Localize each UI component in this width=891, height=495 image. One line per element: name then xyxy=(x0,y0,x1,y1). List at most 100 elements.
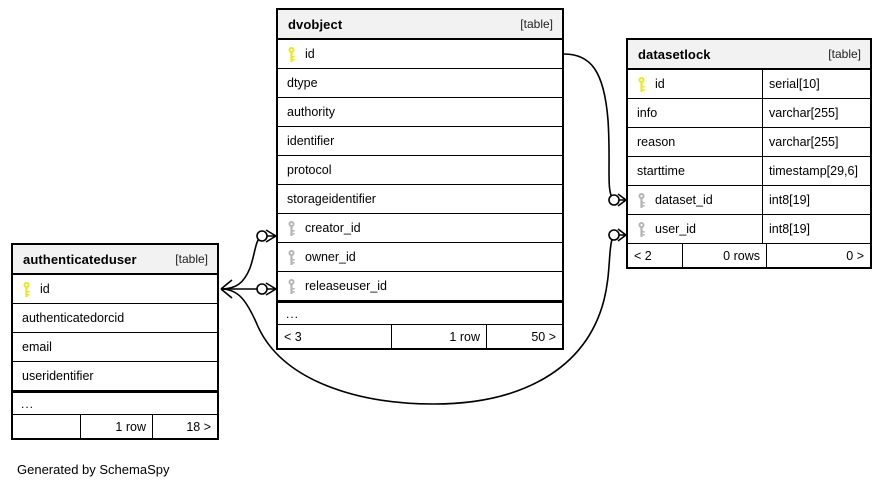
column-cell: releaseuser_id xyxy=(278,272,562,300)
column-cell: user_id xyxy=(628,215,762,243)
column-cell: id xyxy=(628,70,762,98)
column-cell: starttime xyxy=(628,157,762,185)
table-dvobject[interactable]: dvobject [table] id dtype xyxy=(276,8,564,350)
column-name: protocol xyxy=(287,163,332,177)
table-row[interactable]: storageidentifier xyxy=(278,185,562,214)
column-name: email xyxy=(22,340,52,354)
table-row[interactable]: id xyxy=(13,275,217,304)
table-name: datasetlock xyxy=(638,46,711,62)
footer-row-count: 1 row xyxy=(391,325,486,348)
table-row[interactable]: releaseuser_id xyxy=(278,272,562,301)
table-type-tag: [table] xyxy=(828,47,861,61)
primary-key-icon xyxy=(23,281,30,297)
column-name: owner_id xyxy=(305,250,356,264)
column-cell: email xyxy=(13,333,217,361)
table-row[interactable]: email xyxy=(13,333,217,362)
table-authenticateduser[interactable]: authenticateduser [table] id authenticat… xyxy=(11,243,219,440)
table-row[interactable]: user_id int8[19] xyxy=(628,215,870,244)
column-name: dataset_id xyxy=(655,193,713,207)
foreign-key-icon xyxy=(638,221,645,237)
foreign-key-icon xyxy=(638,192,645,208)
column-cell: id xyxy=(13,275,217,303)
primary-key-icon xyxy=(638,76,645,92)
column-name: user_id xyxy=(655,222,696,236)
more-columns-indicator: ... xyxy=(13,391,217,415)
table-row[interactable]: id serial[10] xyxy=(628,70,870,99)
footer-next-count[interactable]: 50 > xyxy=(486,325,562,348)
foreign-key-icon xyxy=(288,220,295,236)
column-name: useridentifier xyxy=(22,369,94,383)
table-header-authenticateduser: authenticateduser [table] xyxy=(13,245,217,275)
table-footer: < 2 0 rows 0 > xyxy=(628,244,870,267)
table-row[interactable]: useridentifier xyxy=(13,362,217,391)
column-name: info xyxy=(637,106,658,120)
column-cell: dtype xyxy=(278,69,562,97)
table-row[interactable]: authenticatedorcid xyxy=(13,304,217,333)
column-name: authenticatedorcid xyxy=(22,311,125,325)
column-name: id xyxy=(40,282,50,296)
column-name: identifier xyxy=(287,134,335,148)
column-cell: authority xyxy=(278,98,562,126)
table-footer: 1 row 18 > xyxy=(13,415,217,438)
column-cell: info xyxy=(628,99,762,127)
table-name: dvobject xyxy=(288,16,343,32)
foreign-key-icon xyxy=(288,278,295,294)
column-type: serial[10] xyxy=(762,70,870,98)
edge-authenticateduser-id-to-dvobject-releaseuser-id xyxy=(220,279,277,299)
column-name: id xyxy=(305,47,315,61)
column-cell: identifier xyxy=(278,127,562,155)
table-datasetlock[interactable]: datasetlock [table] id serial[10] info v… xyxy=(626,38,872,269)
table-row[interactable]: reason varchar[255] xyxy=(628,128,870,157)
table-row[interactable]: dtype xyxy=(278,69,562,98)
table-row[interactable]: info varchar[255] xyxy=(628,99,870,128)
column-type: int8[19] xyxy=(762,186,870,214)
column-name: dtype xyxy=(287,76,318,90)
edge-dvobject-id-to-datasetlock-dataset-id xyxy=(563,53,627,207)
table-footer: < 3 1 row 50 > xyxy=(278,325,562,348)
column-cell: storageidentifier xyxy=(278,185,562,213)
primary-key-icon xyxy=(288,46,295,62)
footer-row-count: 1 row xyxy=(80,415,152,438)
table-name: authenticateduser xyxy=(23,251,137,267)
column-cell: authenticatedorcid xyxy=(13,304,217,332)
table-row[interactable]: owner_id xyxy=(278,243,562,272)
table-row[interactable]: authority xyxy=(278,98,562,127)
column-name: starttime xyxy=(637,164,685,178)
footer-row-count: 0 rows xyxy=(682,244,766,267)
footer-prev-count[interactable] xyxy=(13,415,80,438)
column-type: int8[19] xyxy=(762,215,870,243)
column-cell: protocol xyxy=(278,156,562,184)
table-row[interactable]: creator_id xyxy=(278,214,562,243)
table-row[interactable]: protocol xyxy=(278,156,562,185)
column-name: authority xyxy=(287,105,335,119)
table-row[interactable]: dataset_id int8[19] xyxy=(628,186,870,215)
table-header-datasetlock: datasetlock [table] xyxy=(628,40,870,70)
column-name: storageidentifier xyxy=(287,192,376,206)
table-type-tag: [table] xyxy=(175,252,208,266)
diagram-caption: Generated by SchemaSpy xyxy=(17,462,170,477)
column-cell: owner_id xyxy=(278,243,562,271)
footer-next-count[interactable]: 0 > xyxy=(766,244,870,267)
column-cell: id xyxy=(278,40,562,68)
foreign-key-icon xyxy=(288,249,295,265)
column-name: creator_id xyxy=(305,221,361,235)
table-row[interactable]: identifier xyxy=(278,127,562,156)
column-cell: dataset_id xyxy=(628,186,762,214)
column-name: id xyxy=(655,77,665,91)
column-type: varchar[255] xyxy=(762,128,870,156)
more-columns-indicator: ... xyxy=(278,301,562,325)
footer-prev-count[interactable]: < 3 xyxy=(284,329,302,344)
column-type: varchar[255] xyxy=(762,99,870,127)
column-cell: creator_id xyxy=(278,214,562,242)
footer-next-count[interactable]: 18 > xyxy=(152,415,217,438)
column-cell: reason xyxy=(628,128,762,156)
column-cell: useridentifier xyxy=(13,362,217,390)
footer-prev-count[interactable]: < 2 xyxy=(634,248,652,263)
table-row[interactable]: starttime timestamp[29,6] xyxy=(628,157,870,186)
table-header-dvobject: dvobject [table] xyxy=(278,10,562,40)
column-name: releaseuser_id xyxy=(305,279,387,293)
table-type-tag: [table] xyxy=(520,17,553,31)
table-row[interactable]: id xyxy=(278,40,562,69)
column-type: timestamp[29,6] xyxy=(762,157,870,185)
